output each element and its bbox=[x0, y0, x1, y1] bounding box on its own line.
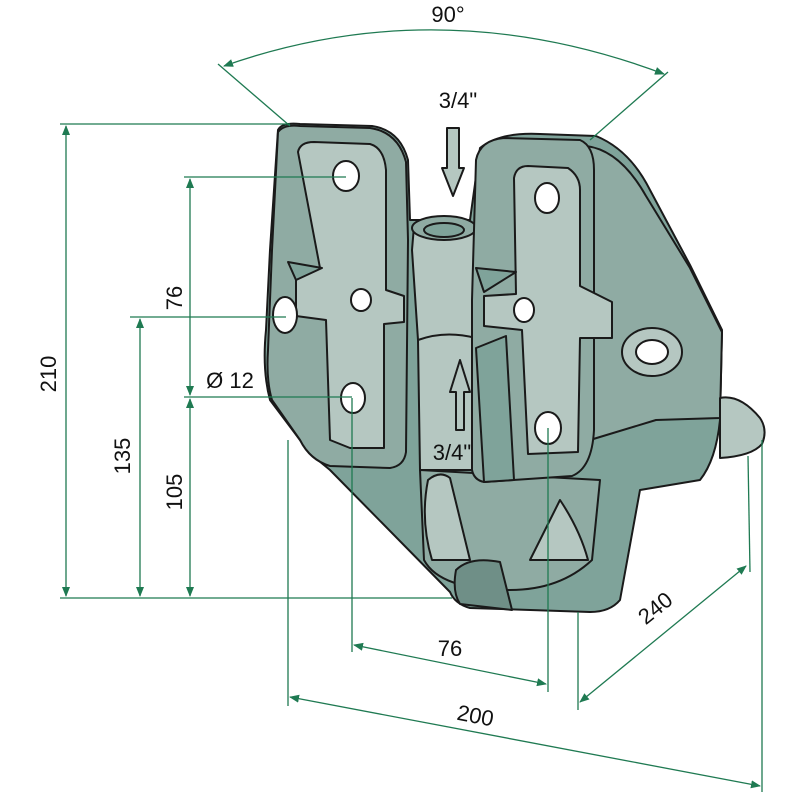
arrow-up-inner bbox=[449, 359, 471, 431]
label-height-135: 135 bbox=[110, 438, 135, 475]
hole-right-middle bbox=[513, 297, 535, 323]
dim-240 bbox=[579, 565, 747, 703]
angle-leader-left bbox=[217, 63, 291, 127]
right-plate-rib bbox=[475, 267, 517, 293]
dim-200 bbox=[289, 694, 761, 789]
bottom-base bbox=[453, 559, 513, 611]
hole-right-top bbox=[534, 182, 560, 214]
label-hole-spacing-vertical: 76 bbox=[162, 286, 187, 310]
arrow-down-top bbox=[441, 127, 465, 197]
dimension-labels: 90° 3/4" 3/4" 210 135 76 105 Ø 12 76 200… bbox=[36, 2, 677, 731]
label-hole-diameter: Ø 12 bbox=[206, 368, 254, 393]
label-hole-spacing-horizontal: 76 bbox=[438, 636, 462, 661]
label-height-105: 105 bbox=[162, 474, 187, 511]
left-plate-face bbox=[295, 141, 405, 449]
label-depth-240: 240 bbox=[633, 587, 677, 630]
side-ear bbox=[719, 396, 766, 459]
label-thread-inner: 3/4" bbox=[433, 440, 471, 465]
right-flange bbox=[585, 145, 723, 441]
hole-left-middle bbox=[350, 288, 372, 312]
socket-bore bbox=[423, 222, 465, 238]
hole-left-bottom bbox=[340, 382, 366, 414]
label-height-210: 210 bbox=[36, 356, 61, 393]
right-plate-lower-rib bbox=[475, 335, 515, 483]
dim-76-horizontal bbox=[353, 642, 547, 687]
hole-left-top bbox=[332, 160, 360, 192]
hole-left-side bbox=[272, 296, 298, 334]
dimension-lines bbox=[60, 29, 763, 792]
ext-ear bbox=[747, 455, 751, 573]
label-angle: 90° bbox=[431, 2, 464, 27]
right-plate-face bbox=[483, 165, 613, 455]
label-width-200: 200 bbox=[455, 700, 496, 732]
angle-arc bbox=[223, 29, 665, 75]
left-plate-rib bbox=[287, 261, 323, 281]
angle-leader-right bbox=[589, 71, 669, 141]
hole-right-side bbox=[635, 339, 669, 365]
label-thread-top: 3/4" bbox=[439, 88, 477, 113]
bottom-cup-inner-2 bbox=[529, 499, 589, 561]
bottom-cup-inner bbox=[423, 473, 471, 561]
hitch-bracket-part bbox=[263, 122, 766, 613]
